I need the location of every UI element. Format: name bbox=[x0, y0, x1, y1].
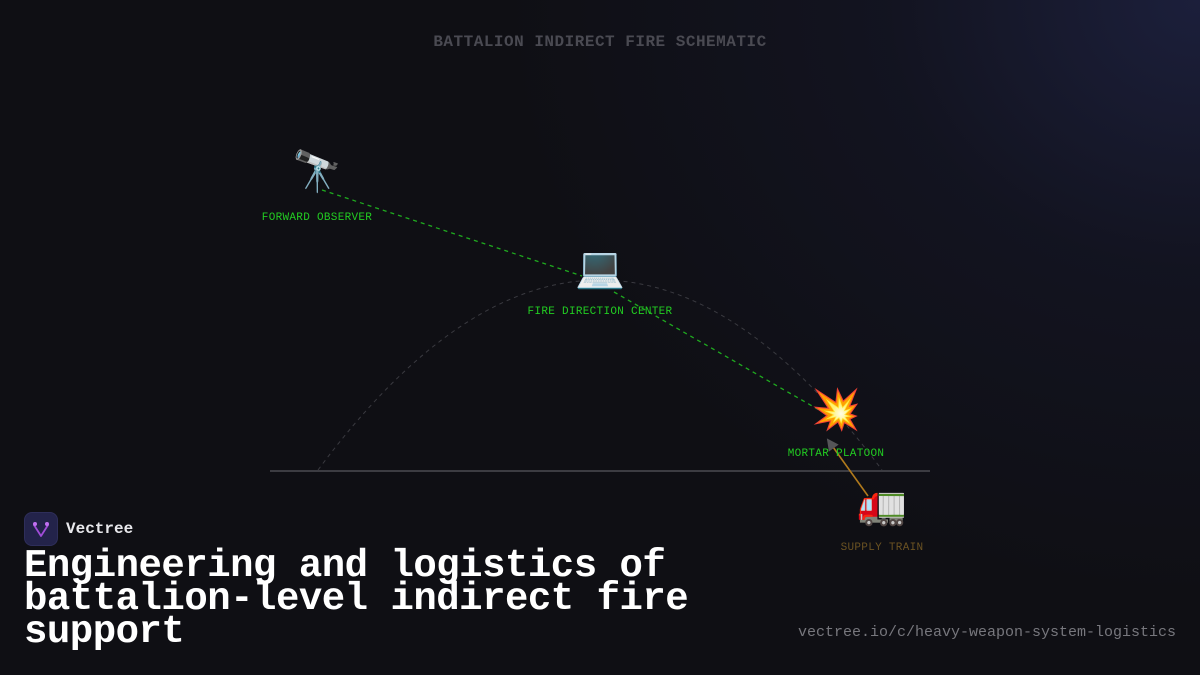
link-observer-to-fdc bbox=[321, 189, 583, 277]
node-label-supply-train: SUPPLY TRAIN bbox=[840, 542, 924, 554]
source-url: vectree.io/c/heavy-weapon-system-logisti… bbox=[797, 624, 1176, 641]
trajectory-arc bbox=[317, 279, 883, 471]
page-headline: Engineering and logistics of battalion-l… bbox=[24, 544, 689, 654]
brand: Vectree bbox=[24, 512, 133, 546]
diagram-title: BATTALION INDIRECT FIRE SCHEMATIC bbox=[433, 33, 767, 51]
telescope-icon: 🔭 bbox=[292, 149, 342, 195]
node-label-fire-direction-center: FIRE DIRECTION CENTER bbox=[527, 306, 673, 318]
truck-icon: 🚛 bbox=[857, 482, 907, 528]
link-fdc-to-mortar bbox=[613, 291, 827, 415]
explosion-icon: 💥 bbox=[811, 387, 861, 433]
laptop-icon: 💻 bbox=[575, 245, 625, 291]
node-label-forward-observer: FORWARD OBSERVER bbox=[261, 212, 373, 224]
node-label-mortar-platoon: MORTAR PLATOON bbox=[787, 448, 885, 460]
link-supply-to-mortar bbox=[826, 438, 869, 497]
vectree-logo-icon bbox=[24, 512, 58, 546]
brand-name: Vectree bbox=[66, 520, 134, 538]
